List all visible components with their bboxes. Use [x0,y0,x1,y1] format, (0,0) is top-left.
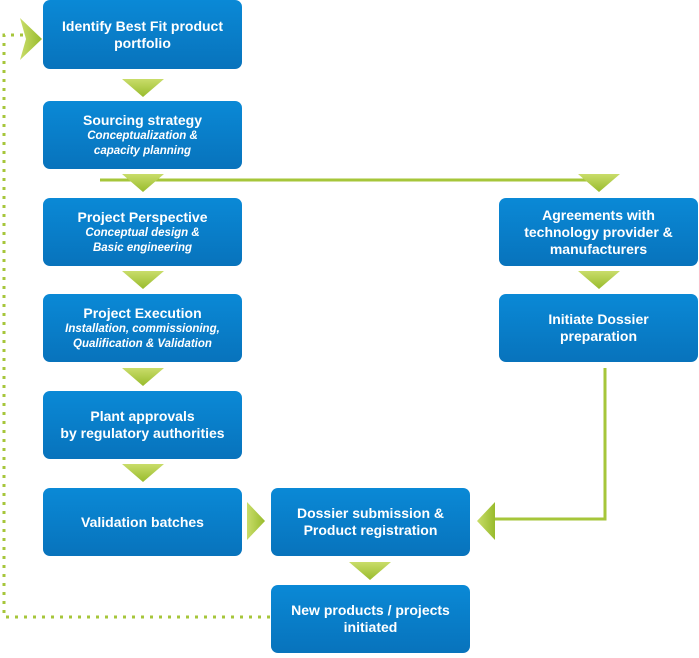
arrow-down-new-products [349,562,391,580]
plant-approvals-title: Plant approvals by regulatory authoritie… [60,408,225,441]
new-products-box: New products / projects initiated [271,585,470,653]
arrow-right-validation [247,502,265,540]
project-perspective-subtitle: Conceptual design & Basic engineering [85,226,200,254]
arrow-down-dossier-prep [578,271,620,289]
arrow-down-3 [122,271,164,289]
agreements-box: Agreements with technology provider & ma… [499,198,698,266]
project-execution-box: Project Execution Installation, commissi… [43,294,242,362]
identify-portfolio-box: Identify Best Fit product portfolio [43,0,242,69]
arrow-down-5 [122,464,164,482]
plant-approvals-box: Plant approvals by regulatory authoritie… [43,391,242,459]
arrow-down-2 [122,174,164,192]
dossier-preparation-box: Initiate Dossier preparation [499,294,698,362]
dossier-submission-title: Dossier submission & Product registratio… [296,505,445,538]
dossier-preparation-title: Initiate Dossier preparation [548,311,649,344]
agreements-title: Agreements with technology provider & ma… [524,206,673,257]
feedback-loop-arrow [20,18,42,60]
identify-portfolio-title: Identify Best Fit product portfolio [62,17,223,51]
arrow-left-dossier [477,502,495,540]
sourcing-strategy-subtitle: Conceptualization & capacity planning [87,129,198,157]
arrow-down-4 [122,368,164,386]
arrow-down-agreements [578,174,620,192]
sourcing-strategy-box: Sourcing strategy Conceptualization & ca… [43,101,242,169]
project-execution-title: Project Execution [83,304,202,321]
project-execution-subtitle: Installation, commissioning, Qualificati… [65,322,220,350]
project-perspective-title: Project Perspective [77,208,208,225]
project-perspective-box: Project Perspective Conceptual design & … [43,198,242,266]
validation-batches-box: Validation batches [43,488,242,556]
arrow-down-1 [122,79,164,97]
sourcing-strategy-title: Sourcing strategy [82,111,203,128]
dossier-return-line [485,368,607,521]
new-products-title: New products / projects initiated [291,602,450,635]
dossier-submission-box: Dossier submission & Product registratio… [271,488,470,556]
validation-batches-title: Validation batches [81,513,204,530]
